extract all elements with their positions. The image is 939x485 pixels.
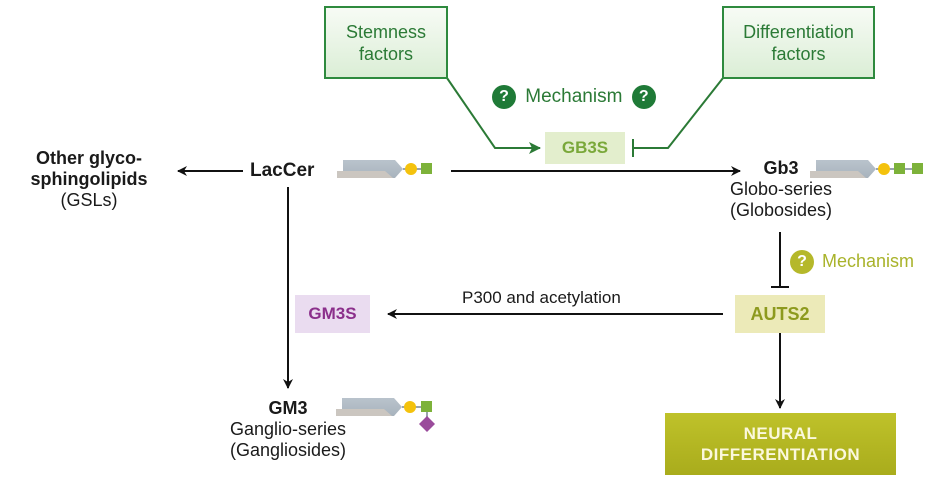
neural-differentiation-box: NEURAL DIFFERENTIATION (665, 413, 896, 475)
gb3-node: Gb3 Globo-series (Globosides) (716, 158, 846, 221)
gb3-glycolipid-icon (810, 160, 923, 178)
other-gsl-abbrev: (GSLs) (60, 190, 118, 210)
auts2-enzyme: AUTS2 (735, 295, 825, 333)
gb3-series: Globo-series (729, 179, 833, 199)
neural-line2: DIFFERENTIATION (700, 445, 861, 464)
gm3-node: GM3 Ganglio-series (Gangliosides) (218, 398, 358, 461)
gm3-series: Ganglio-series (229, 419, 347, 439)
mechanism-top-label: ? Mechanism ? (492, 84, 656, 110)
differentiation-factors-line2: factors (771, 43, 826, 64)
differentiation-factors-box: Differentiation factors (722, 6, 875, 79)
other-gsl-line1: Other glyco- (35, 148, 142, 168)
laccer-node: LacCer (250, 160, 315, 181)
stemness-factors-line1: Stemness (345, 21, 427, 42)
differentiation-inhibits-gb3s (634, 77, 724, 149)
gb3-class: (Globosides) (729, 200, 833, 220)
question-icon: ? (790, 250, 814, 275)
other-gsl-line2: sphingolipids (30, 169, 148, 189)
gm3-class: (Gangliosides) (229, 440, 347, 460)
stemness-factors-box: Stemness factors (324, 6, 448, 79)
differentiation-factors-line1: Differentiation (743, 21, 854, 42)
neural-line1: NEURAL (743, 424, 818, 443)
mechanism-right-text: Mechanism (822, 251, 915, 271)
gm3-glycolipid-icon (336, 398, 435, 432)
gm3s-enzyme: GM3S (295, 295, 370, 333)
stemness-to-gb3s-arrow (446, 77, 541, 154)
stemness-factors-line2: factors (358, 43, 414, 64)
gm3-name: GM3 (268, 398, 308, 418)
mechanism-right-label: ? Mechanism (790, 248, 915, 275)
question-icon: ? (492, 84, 516, 109)
other-gsl-node: Other glyco- sphingolipids (GSLs) (6, 148, 172, 211)
p300-acetylation-label: P300 and acetylation (462, 288, 621, 307)
mechanism-top-text: Mechanism (525, 86, 623, 107)
question-icon: ? (631, 84, 656, 109)
laccer-glycolipid-icon (337, 160, 432, 178)
gb3s-enzyme: GB3S (545, 132, 625, 164)
gb3-name: Gb3 (763, 158, 799, 178)
